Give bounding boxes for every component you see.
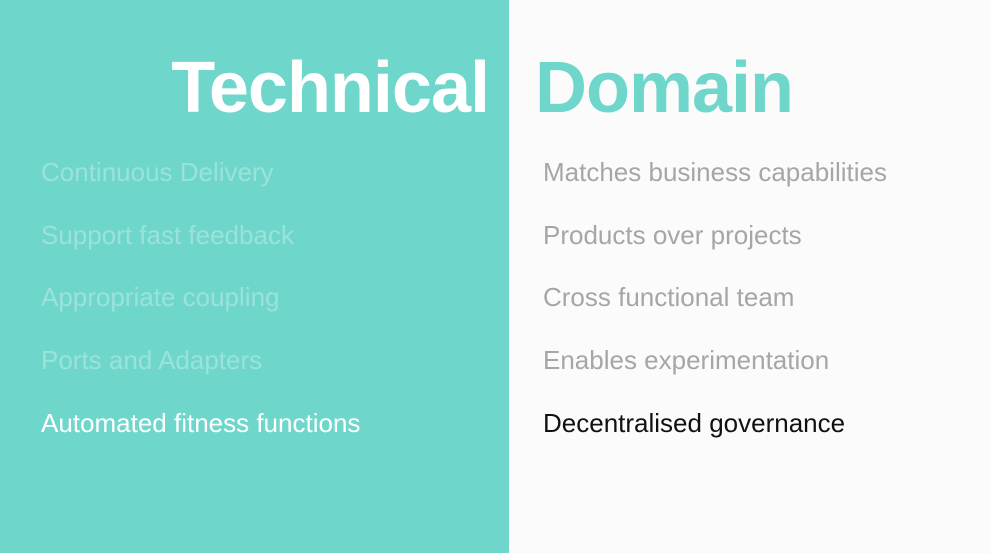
domain-panel: Domain Matches business capabilities Pro…	[509, 0, 991, 553]
domain-item-products-over-projects: Products over projects	[543, 219, 802, 250]
technical-item-appropriate-coupling: Appropriate coupling	[41, 282, 280, 313]
technical-item-support-fast-feedback: Support fast feedback	[41, 219, 294, 250]
domain-item-enables-experimentation: Enables experimentation	[543, 345, 830, 376]
technical-item-continuous-delivery: Continuous Delivery	[41, 157, 274, 187]
technical-list: Continuous Delivery Support fast feedbac…	[41, 150, 360, 463]
technical-title: Technical	[171, 48, 490, 128]
domain-item-matches-business-capabilities: Matches business capabilities	[543, 157, 887, 187]
domain-item-decentralised-governance: Decentralised governance	[543, 407, 846, 438]
technical-item-automated-fitness-functions: Automated fitness functions	[41, 407, 361, 438]
technical-panel: Technical Continuous Delivery Support fa…	[0, 0, 509, 553]
technical-item-ports-and-adapters: Ports and Adapters	[41, 345, 263, 376]
domain-title: Domain	[535, 48, 794, 128]
domain-item-cross-functional-team: Cross functional team	[543, 282, 795, 313]
domain-list: Matches business capabilities Products o…	[543, 150, 887, 463]
